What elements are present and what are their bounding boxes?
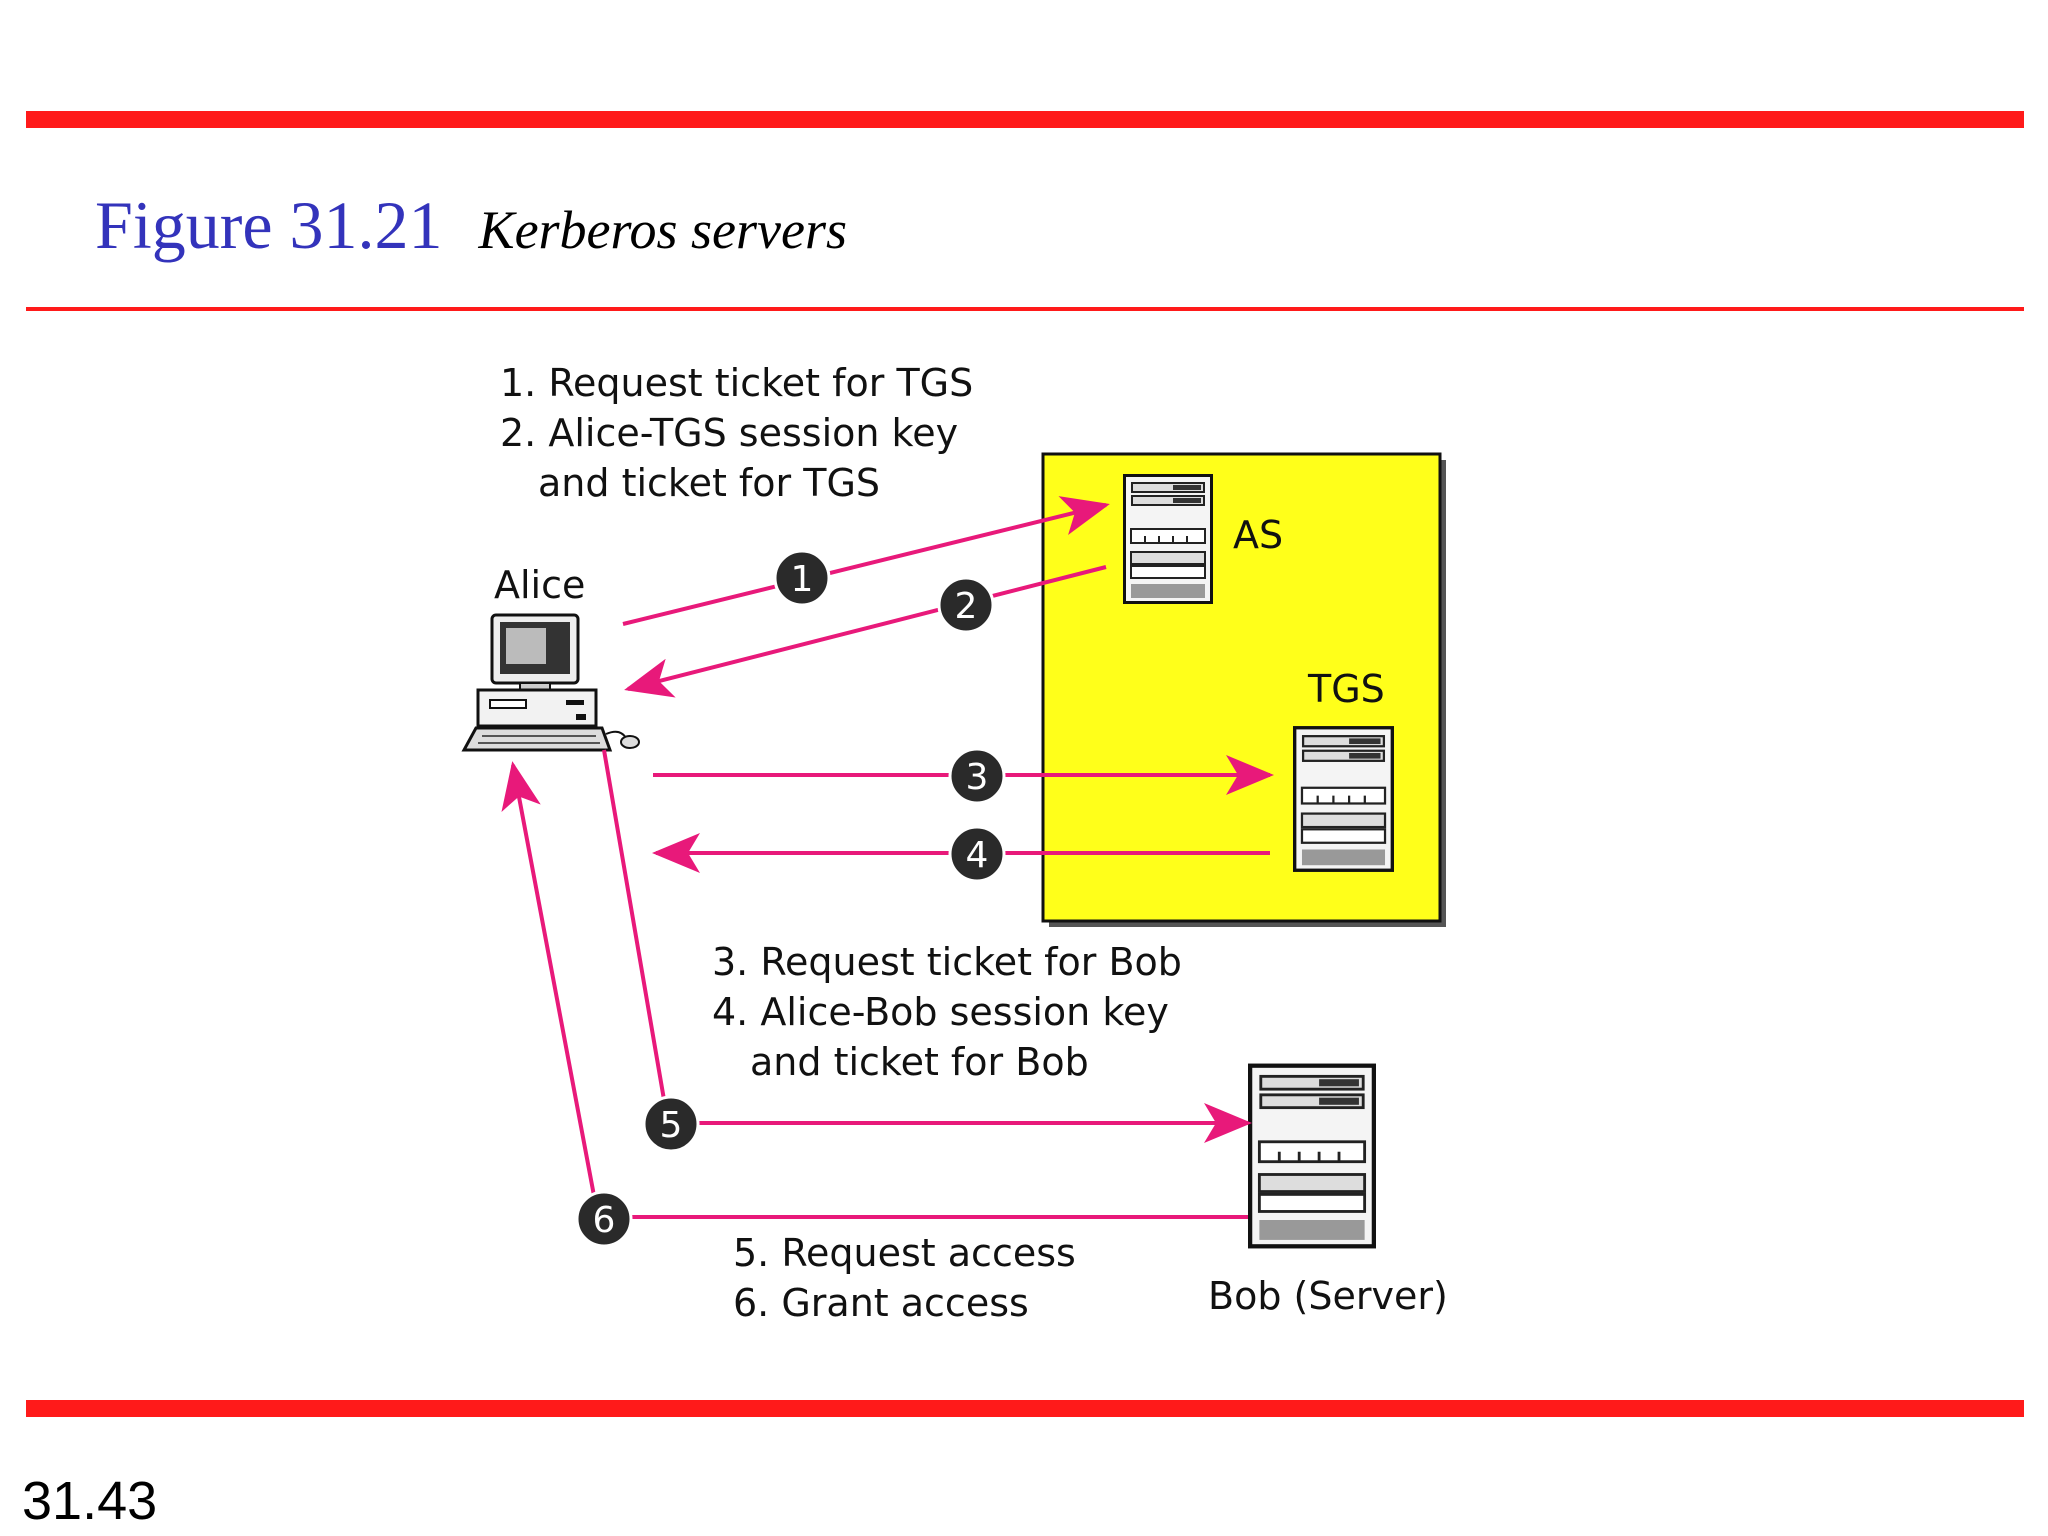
step-number: 3 — [966, 757, 989, 798]
as-server — [1123, 474, 1213, 604]
step-badge-3: 3 — [948, 747, 1006, 805]
note-line: and ticket for TGS — [538, 461, 880, 505]
computer-icon — [461, 613, 640, 752]
alice-label: Alice — [494, 563, 585, 607]
server-exchange-note: 5. Request access 6. Grant access — [733, 1231, 1076, 1325]
tgs-label: TGS — [1307, 667, 1385, 711]
step-number: 6 — [593, 1200, 616, 1241]
step-badge-1: 1 — [773, 549, 831, 607]
note-line: 6. Grant access — [733, 1281, 1029, 1325]
page-number: 31.43 — [22, 1471, 158, 1531]
as-label: AS — [1233, 513, 1283, 557]
server-icon — [1123, 474, 1213, 604]
step-badge-4: 4 — [948, 825, 1006, 883]
arrow-2 — [624, 565, 1107, 698]
note-line: and ticket for Bob — [750, 1040, 1089, 1084]
step-badge-2: 2 — [937, 576, 995, 634]
bob-server — [1250, 1066, 1374, 1247]
bob-label: Bob (Server) — [1208, 1274, 1448, 1318]
bottom-rule — [26, 1400, 2024, 1417]
note-line: 3. Request ticket for Bob — [712, 940, 1182, 984]
note-line: 5. Request access — [733, 1231, 1076, 1275]
title-rule — [26, 307, 2024, 311]
step-number: 2 — [955, 586, 978, 627]
tgs-server — [1293, 725, 1394, 873]
note-line: 2. Alice-TGS session key — [500, 411, 958, 455]
top-rule — [26, 111, 2024, 128]
step-badge-6: 6 — [575, 1190, 633, 1248]
figure-number: Figure 31.21 — [95, 187, 443, 263]
step-number: 5 — [660, 1105, 683, 1146]
tgs-exchange-note: 3. Request ticket for Bob 4. Alice-Bob s… — [712, 940, 1182, 1084]
step-number: 4 — [966, 835, 989, 876]
step-badge-5: 5 — [642, 1095, 700, 1153]
server-icon — [1250, 1066, 1374, 1247]
arrow-1 — [622, 496, 1110, 626]
figure-caption: Kerberos servers — [478, 200, 848, 260]
figure-title: Figure 31.21 Kerberos servers — [95, 186, 847, 265]
note-line: 1. Request ticket for TGS — [500, 361, 973, 405]
note-line: 4. Alice-Bob session key — [712, 990, 1169, 1034]
step-number: 1 — [791, 559, 814, 600]
as-exchange-note: 1. Request ticket for TGS 2. Alice-TGS s… — [500, 361, 973, 505]
server-icon — [1293, 725, 1394, 873]
